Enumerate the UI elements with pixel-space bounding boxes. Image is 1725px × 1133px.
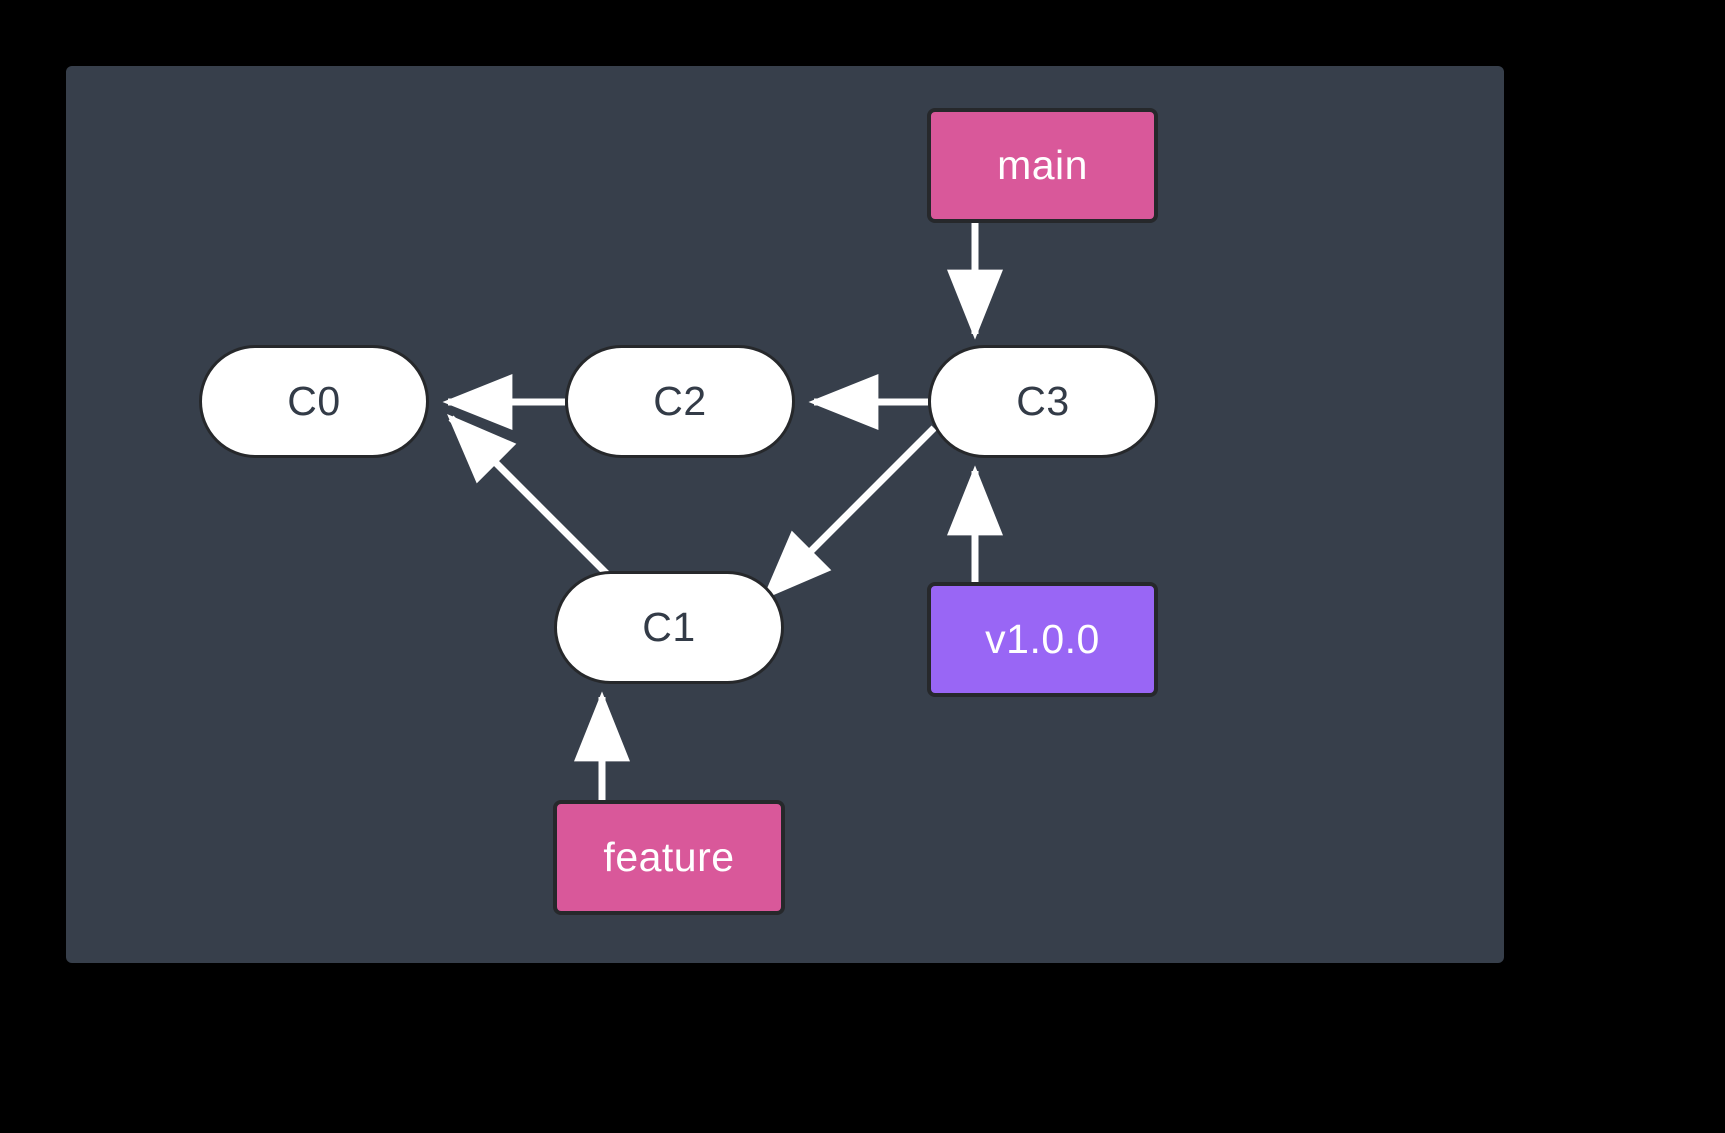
commit-label-c1: C1 <box>642 604 696 650</box>
edge-c3-to-c1 <box>762 425 937 600</box>
branch-label-feature-text: feature <box>603 834 735 880</box>
commit-label-c2: C2 <box>653 378 707 424</box>
branch-label-main[interactable]: main <box>927 108 1158 223</box>
branch-label-main-text: main <box>997 142 1088 188</box>
commit-node-c2[interactable]: C2 <box>565 345 795 458</box>
edge-c1-to-c0 <box>447 414 614 581</box>
tag-label-v100[interactable]: v1.0.0 <box>927 582 1158 697</box>
commit-node-c3[interactable]: C3 <box>928 345 1158 458</box>
commit-label-c0: C0 <box>287 378 341 424</box>
git-graph-canvas: C0 C2 C3 C1 main v1.0.0 feature <box>66 66 1504 963</box>
commit-label-c3: C3 <box>1016 378 1070 424</box>
tag-label-v100-text: v1.0.0 <box>985 616 1100 662</box>
edge-layer <box>442 223 1003 800</box>
commit-node-c0[interactable]: C0 <box>199 345 429 458</box>
commit-node-c1[interactable]: C1 <box>554 571 784 684</box>
branch-label-feature[interactable]: feature <box>553 800 785 915</box>
